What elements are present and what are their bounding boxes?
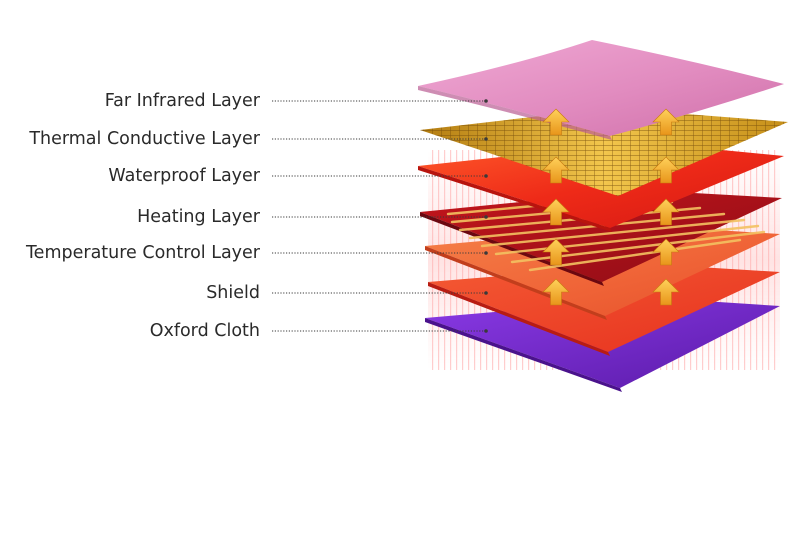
leader-dot-temperature-control bbox=[484, 251, 488, 255]
heat-arrow-up-icon bbox=[652, 278, 680, 306]
heat-arrow-up-icon bbox=[652, 198, 680, 226]
leader-dot-thermal-conductive bbox=[484, 137, 488, 141]
heat-arrow-up-icon bbox=[652, 238, 680, 266]
leader-dot-oxford-cloth bbox=[484, 329, 488, 333]
heat-arrow-up-icon bbox=[542, 198, 570, 226]
label-waterproof: Waterproof Layer bbox=[108, 166, 260, 186]
leader-dot-far-infrared bbox=[484, 99, 488, 103]
heat-arrow-up-icon bbox=[542, 278, 570, 306]
label-heating: Heating Layer bbox=[137, 207, 261, 227]
label-temperature-control: Temperature Control Layer bbox=[25, 243, 261, 263]
heat-arrow-up-icon bbox=[542, 156, 570, 184]
label-thermal-conductive: Thermal Conductive Layer bbox=[28, 129, 260, 149]
heat-arrows bbox=[542, 108, 680, 306]
label-oxford-cloth: Oxford Cloth bbox=[150, 321, 260, 341]
label-shield: Shield bbox=[206, 283, 260, 303]
leader-dot-heating bbox=[484, 215, 488, 219]
layer-far-infrared bbox=[418, 40, 784, 140]
heat-arrow-up-icon bbox=[652, 156, 680, 184]
leader-dot-shield bbox=[484, 291, 488, 295]
heat-arrow-up-icon bbox=[652, 108, 680, 136]
heat-arrow-up-icon bbox=[542, 238, 570, 266]
leader-dot-waterproof bbox=[484, 174, 488, 178]
layer-thermal-conductive bbox=[420, 108, 788, 196]
label-far-infrared: Far Infrared Layer bbox=[105, 91, 261, 111]
heat-arrow-up-icon bbox=[542, 108, 570, 136]
